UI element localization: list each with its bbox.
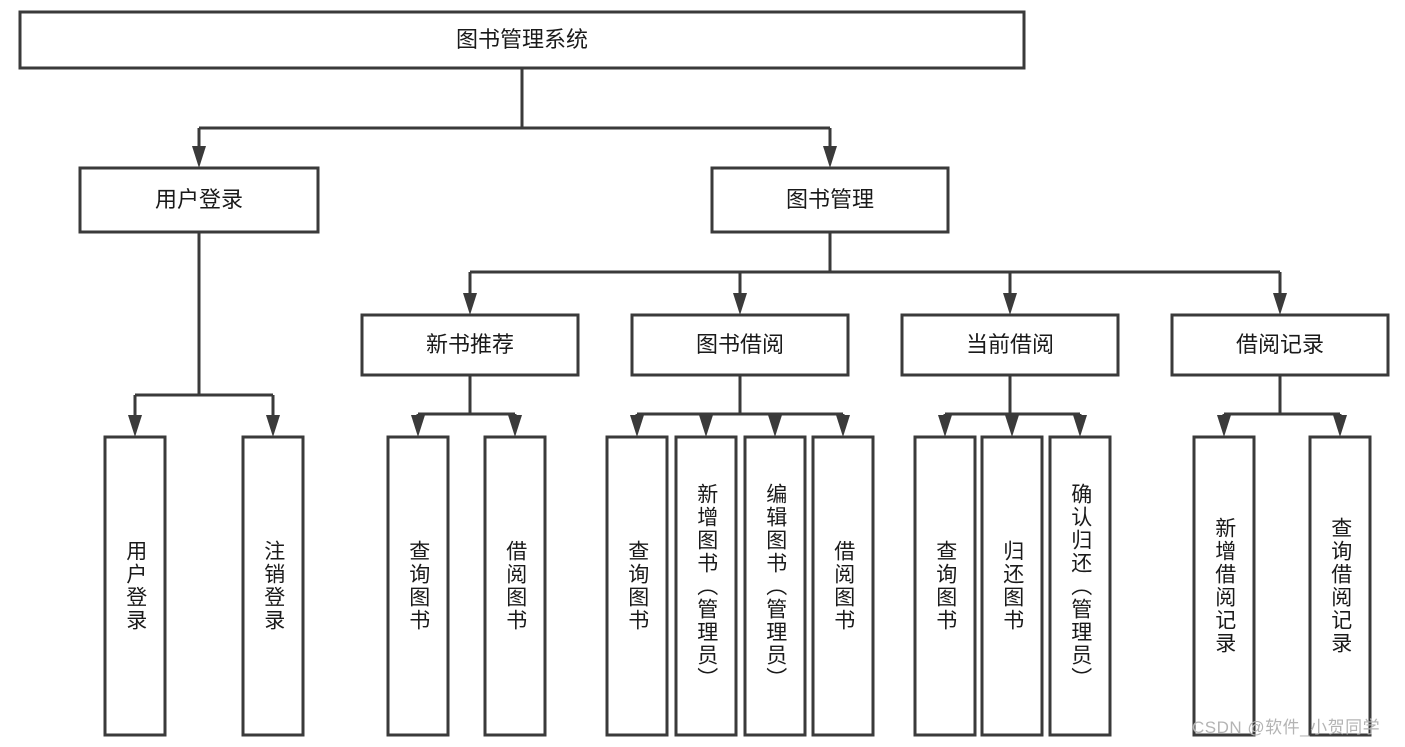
node-box-root[interactable] (18, 10, 1026, 70)
arrow-head-icon-leaf-user-login (128, 415, 142, 437)
arrow-head-icon-leaf-query-book-current (938, 415, 952, 437)
node-box-leaf-logout[interactable] (241, 435, 305, 737)
node-box-leaf-return-book[interactable] (980, 435, 1044, 737)
arrow-head-icon-leaf-query-borrow-record (1333, 415, 1347, 437)
arrow-head-icon-new-book-recommend (463, 293, 477, 315)
node-box-user-login[interactable] (78, 166, 320, 234)
node-label-current-borrow: 当前借阅 (966, 332, 1054, 357)
node-label-book-management: 图书管理 (786, 187, 874, 212)
node-box-current-borrow[interactable] (900, 313, 1120, 377)
arrow-head-icon-leaf-query-book-recommend (411, 415, 425, 437)
csdn-watermark: CSDN @软件_小贺同学 (1192, 718, 1381, 737)
connector-layer (128, 68, 1347, 437)
node-box-leaf-borrow-book[interactable] (811, 435, 875, 737)
arrow-head-icon-leaf-borrow-book (836, 415, 850, 437)
node-box-leaf-confirm-return-admin[interactable] (1048, 435, 1112, 737)
arrow-head-icon-user-login (192, 146, 206, 168)
node-box-layer (18, 10, 1390, 737)
node-box-leaf-user-login[interactable] (103, 435, 167, 737)
node-box-leaf-query-book-borrow[interactable] (605, 435, 669, 737)
arrow-head-icon-leaf-return-book (1005, 415, 1019, 437)
arrow-head-icon-leaf-confirm-return-admin (1073, 415, 1087, 437)
arrow-head-icon-current-borrow (1003, 293, 1017, 315)
node-box-leaf-query-borrow-record[interactable] (1308, 435, 1372, 737)
node-box-book-borrow[interactable] (630, 313, 850, 377)
node-label-borrow-record: 借阅记录 (1236, 332, 1324, 357)
arrow-head-icon-leaf-add-borrow-record (1217, 415, 1231, 437)
arrow-head-icon-borrow-record (1273, 293, 1287, 315)
node-box-leaf-add-book-admin[interactable] (674, 435, 738, 737)
arrow-head-icon-book-management (823, 146, 837, 168)
node-box-book-management[interactable] (710, 166, 950, 234)
arrow-head-icon-book-borrow (733, 293, 747, 315)
node-box-borrow-record[interactable] (1170, 313, 1390, 377)
node-box-new-book-recommend[interactable] (360, 313, 580, 377)
arrow-head-icon-leaf-logout (266, 415, 280, 437)
node-box-leaf-edit-book-admin[interactable] (743, 435, 807, 737)
node-box-leaf-query-book-recommend[interactable] (386, 435, 450, 737)
node-label-root: 图书管理系统 (456, 27, 588, 52)
node-box-leaf-query-book-current[interactable] (913, 435, 977, 737)
arrow-head-icon-leaf-query-book-borrow (630, 415, 644, 437)
node-label-book-borrow: 图书借阅 (696, 332, 784, 357)
node-box-leaf-add-borrow-record[interactable] (1192, 435, 1256, 737)
arrow-head-icon-leaf-edit-book-admin (768, 415, 782, 437)
node-box-leaf-borrow-book-recommend[interactable] (483, 435, 547, 737)
arrow-head-icon-leaf-add-book-admin (699, 415, 713, 437)
node-label-new-book-recommend: 新书推荐 (426, 332, 514, 357)
node-label-user-login: 用户登录 (155, 187, 243, 212)
arrow-head-icon-leaf-borrow-book-recommend (508, 415, 522, 437)
